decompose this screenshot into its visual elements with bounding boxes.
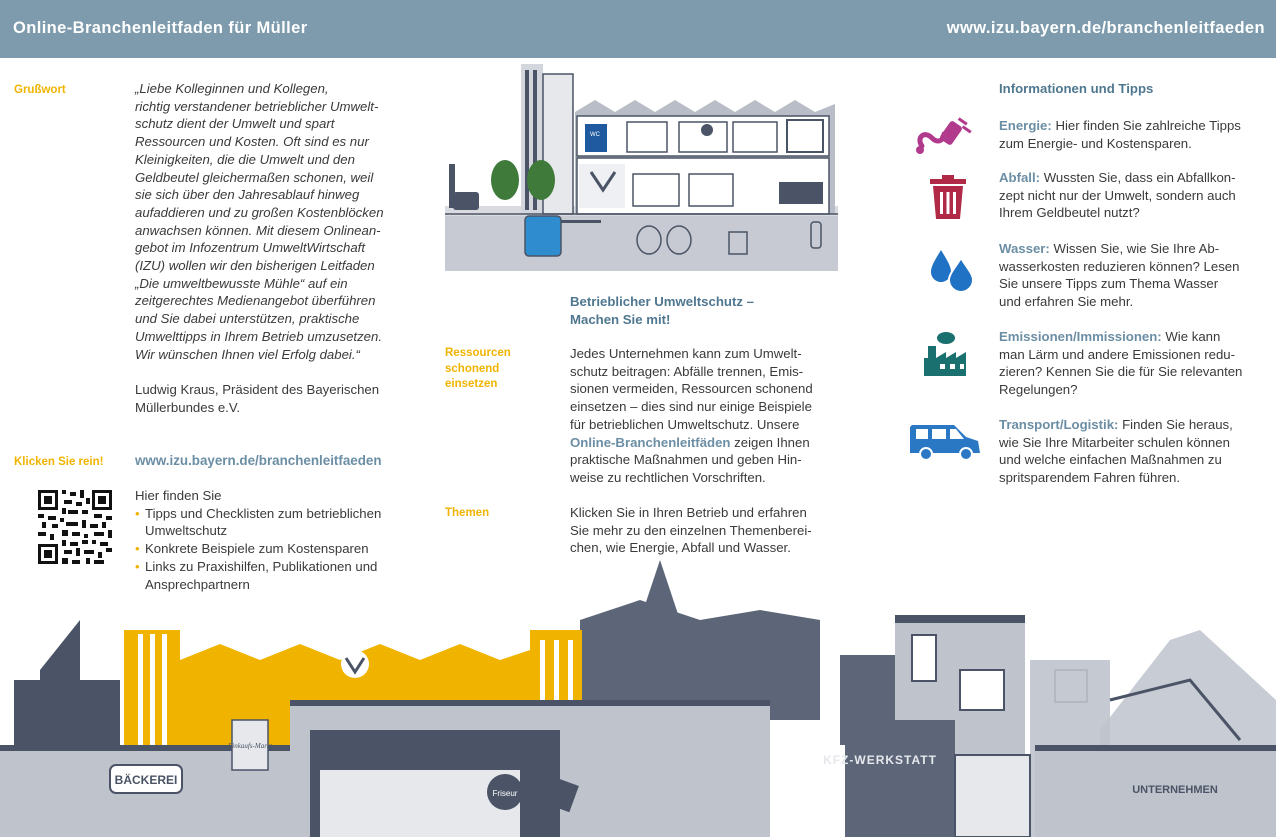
emissionen-link[interactable]: Emissionen/Immissionen: (999, 329, 1162, 344)
baeckerei-sign: BÄCKEREI (115, 772, 178, 787)
grusswort-quote: „Liebe Kolleginnen und Kollegen, richtig… (135, 81, 384, 362)
klicken-label: Klicken Sie rein! (14, 456, 104, 468)
unternehmen-sign: UNTERNEHMEN (1132, 784, 1218, 796)
website-link[interactable]: www.izu.bayern.de/branchenleitfaeden (135, 453, 382, 468)
trash-icon[interactable] (930, 175, 966, 219)
grusswort-author: Ludwig Kraus, Präsident des Bayerischen … (135, 382, 380, 415)
city-skyline-illustration: BÄCKEREI Einkaufs-Markt Friseur KFZ-WERK… (0, 560, 1276, 837)
header-url[interactable]: www.izu.bayern.de/branchenleitfaeden (946, 19, 1265, 37)
plug-icon[interactable] (914, 116, 972, 160)
info-emissionen: Emissionen/Immissionen: Wie kann man Lär… (999, 329, 1243, 398)
factory-icon[interactable] (924, 332, 966, 376)
list-item: Links zu Praxishilfen, Publikationen und… (135, 558, 410, 593)
page-title: Online-Branchenleitfaden für Müller (13, 19, 308, 37)
middle-paragraph-2: Klicken Sie in Ihren Betrieb und erfahre… (570, 505, 812, 556)
grusswort-label: Grußwort (14, 84, 66, 96)
einkauf-sign: Einkaufs-Markt (227, 742, 273, 750)
themen-label: Themen (445, 507, 490, 519)
water-drops-icon[interactable] (929, 248, 975, 294)
qr-code[interactable] (38, 490, 112, 564)
list-item: Tipps und Checklisten zum betrieblichenU… (135, 505, 410, 540)
middle-heading: Betrieblicher Umweltschutz – Machen Sie … (570, 294, 754, 327)
factory-illustration[interactable]: WC (445, 64, 838, 271)
info-abfall: Abfall: Wussten Sie, dass ein Abfallkon-… (999, 170, 1236, 221)
transport-link[interactable]: Transport/Logistik: (999, 417, 1119, 432)
abfall-link[interactable]: Abfall: (999, 170, 1041, 185)
info-heading: Informationen und Tipps (999, 81, 1154, 96)
info-energie: Energie: Hier finden Sie zahlreiche Tipp… (999, 118, 1241, 151)
resources-list: Hier finden Sie Tipps und Checklisten zu… (135, 487, 410, 593)
info-wasser: Wasser: Wissen Sie, wie Sie Ihre Ab- was… (999, 241, 1240, 310)
wc-sign: WC (590, 132, 601, 138)
hier-finden-text: Hier finden Sie (135, 488, 222, 503)
list-item: Konkrete Beispiele zum Kostensparen (135, 540, 410, 558)
kfz-sign: KFZ-WERKSTATT (823, 753, 937, 767)
middle-paragraph-1: Jedes Unternehmen kann zum Umwelt- schut… (570, 346, 813, 485)
van-icon[interactable] (908, 419, 982, 461)
friseur-sign: Friseur (493, 789, 518, 798)
wasser-link[interactable]: Wasser: (999, 241, 1050, 256)
page-header: Online-Branchenleitfaden für Müller www.… (0, 0, 1276, 58)
ressourcen-label: Ressourcen schonend einsetzen (445, 347, 511, 390)
energie-link[interactable]: Energie: (999, 118, 1052, 133)
info-transport: Transport/Logistik: Finden Sie heraus, w… (999, 417, 1233, 486)
online-branchenleitfaeden-link[interactable]: Online-Branchenleitfäden (570, 434, 731, 450)
